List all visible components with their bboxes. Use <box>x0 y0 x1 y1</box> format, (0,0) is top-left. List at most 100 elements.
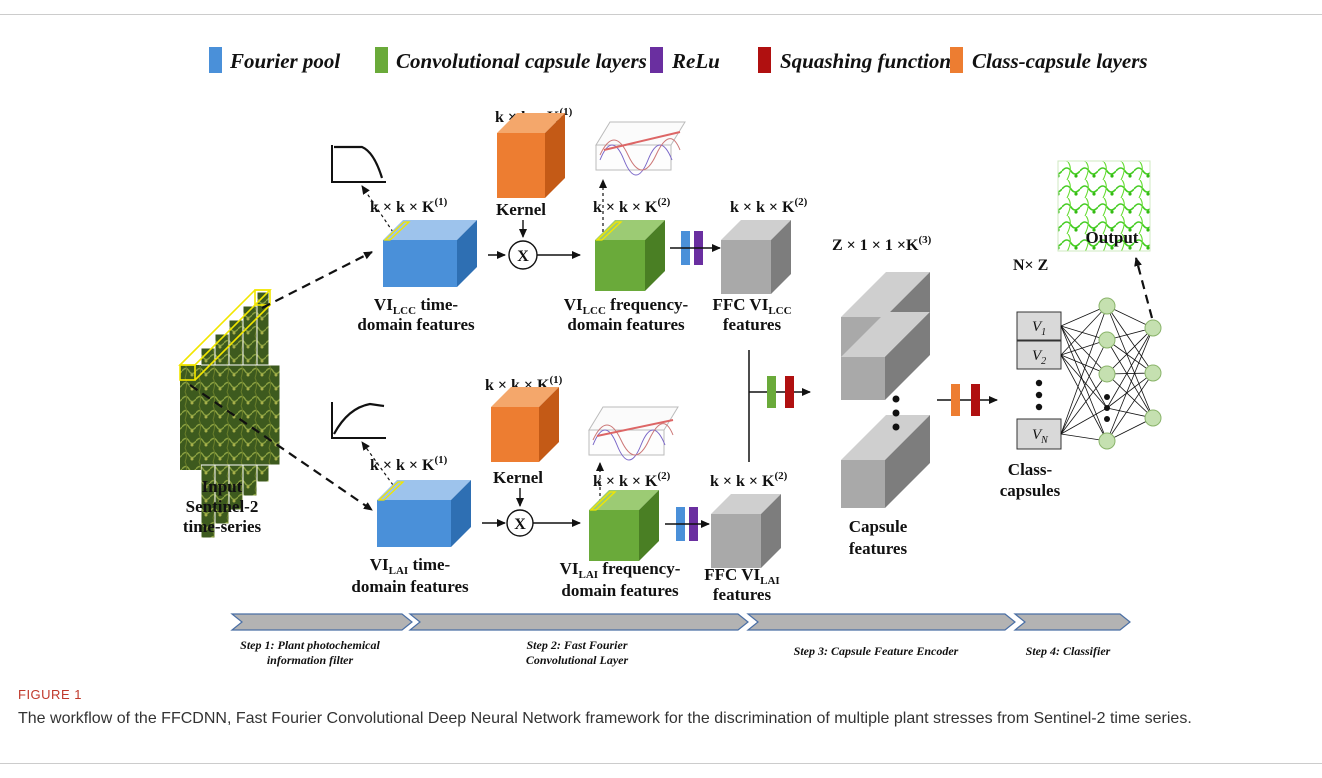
top-ffc-dims: k × k × K <box>730 199 795 216</box>
top-kernel-label: Kernel <box>496 200 546 219</box>
legend: Fourier pool Convolutional capsule layer… <box>209 47 1148 73</box>
top-vi-prefix: VI <box>374 295 393 314</box>
lcc-time-domain-cube <box>383 220 477 287</box>
input-to-lai-arrow <box>189 384 373 511</box>
svg-text:k × k × K(2): k × k × K(2) <box>710 470 788 490</box>
bottom-vi-prefix: VI <box>370 555 389 574</box>
legend-swatch-convolutional-capsule <box>375 47 388 73</box>
top-ffc-line2: features <box>723 315 782 334</box>
bottom-vi-line2: domain features <box>351 577 469 596</box>
classifier-nodes <box>1098 297 1162 450</box>
classcap-capsule-block <box>951 384 960 416</box>
capsule-label-line1: Capsule <box>849 517 908 536</box>
capsule-v1 <box>1016 311 1062 341</box>
lcc-frequency-domain-cube <box>595 220 665 291</box>
svg-text:k × k × K(2): k × k × K(2) <box>593 196 671 216</box>
bottom-freq-prefix: VI <box>560 559 579 578</box>
svg-text:Z × 1 × 1 ×K(3): Z × 1 × 1 ×K(3) <box>832 234 932 254</box>
step3-line1: Step 3: Capsule Feature Encoder <box>794 644 959 658</box>
legend-swatch-squashing <box>758 47 771 73</box>
classcaps-dims: N× Z <box>1013 257 1048 274</box>
bottom-ffc-prefix: FFC VI <box>704 565 760 584</box>
step1-line1: Step 1: Plant photochemical <box>240 638 380 652</box>
svg-text:k × k × K(1): k × k × K(1) <box>370 454 448 474</box>
svg-text:V2: V2 <box>1032 348 1046 367</box>
input-label-line1: Input <box>202 477 243 496</box>
bottom-kernel-label: Kernel <box>493 468 543 487</box>
bottom-vi-dims: k × k × K <box>370 457 435 474</box>
figure-caption: FIGURE 1 The workflow of the FFCDNN, Fas… <box>18 687 1308 730</box>
workflow-diagram: Fourier pool Convolutional capsule layer… <box>178 47 1162 667</box>
bottom-ffc-dims: k × k × K <box>710 473 775 490</box>
top-kernel-cube <box>497 113 565 198</box>
legend-label-convolutional-capsule: Convolutional capsule layers <box>396 49 647 73</box>
output-label: Output <box>1086 228 1139 247</box>
merge-squash-block <box>785 376 794 408</box>
bottom-freq-line2: domain features <box>561 581 679 600</box>
step2-line1: Step 2: Fast Fourier <box>526 638 627 652</box>
ffc-lcc-cube <box>721 220 791 294</box>
classcaps-label-line1: Class- <box>1008 460 1053 479</box>
input-label-line2: Sentinel-2 <box>186 497 259 516</box>
lai-frequency-plot <box>588 406 679 461</box>
capsule-vn-label: V <box>1032 427 1043 443</box>
svg-text:VN: VN <box>1032 427 1049 446</box>
capsule-label-line2: features <box>849 539 908 558</box>
svg-text:FFC VILAI: FFC VILAI <box>704 565 779 587</box>
lai-curve-plot <box>331 402 386 439</box>
top-vi-line2: domain features <box>357 315 475 334</box>
capsule-v1-label: V <box>1032 319 1043 335</box>
svg-text:VILCC time-: VILCC time- <box>374 295 458 317</box>
legend-swatch-fourier-pool <box>209 47 222 73</box>
merge-conv-capsule-block <box>767 376 776 408</box>
step-chevrons <box>230 613 1131 631</box>
svg-text:k × k × K(1): k × k × K(1) <box>370 196 448 216</box>
capsule-feature-bars <box>841 272 930 508</box>
bottom-freq-dims: k × k × K <box>593 473 658 490</box>
capsule-v2 <box>1016 340 1062 370</box>
svg-text:FFC VILCC: FFC VILCC <box>712 295 791 317</box>
legend-label-relu: ReLu <box>671 49 720 73</box>
svg-text:k × k × K(2): k × k × K(2) <box>593 470 671 490</box>
output-map-image <box>1057 160 1151 252</box>
top-freq-prefix: VI <box>564 295 583 314</box>
step1-line2: information filter <box>267 653 354 667</box>
figure-caption-text: The workflow of the FFCDNN, Fast Fourier… <box>18 710 1192 727</box>
top-freq-dims: k × k × K <box>593 199 658 216</box>
svg-text:VILAI frequency-: VILAI frequency- <box>560 559 681 581</box>
input-to-lcc-arrow <box>261 251 373 309</box>
lcc-curve-plot <box>331 145 386 183</box>
bottom-rule <box>0 763 1322 764</box>
legend-label-class-capsule: Class-capsule layers <box>972 49 1148 73</box>
step2-line2: Convolutional Layer <box>526 653 629 667</box>
top-multiply-symbol: X <box>517 248 529 265</box>
figure-number: FIGURE 1 <box>18 687 82 702</box>
classcaps-label-line2: capsules <box>1000 481 1061 500</box>
legend-swatch-relu <box>650 47 663 73</box>
bottom-multiply-symbol: X <box>514 516 526 533</box>
bottom-ffc-line2: features <box>713 585 772 604</box>
svg-text:k × k × K(2): k × k × K(2) <box>730 196 808 216</box>
top-ffc-prefix: FFC VI <box>712 295 768 314</box>
lcc-frequency-plot <box>595 121 686 176</box>
svg-text:V1: V1 <box>1032 319 1046 338</box>
ffc-lai-cube <box>711 494 781 568</box>
top-rule <box>0 14 1322 15</box>
legend-label-fourier-pool: Fourier pool <box>229 49 340 73</box>
bottom-kernel-cube <box>491 387 559 462</box>
top-freq-line2: domain features <box>567 315 685 334</box>
lai-time-domain-cube <box>377 480 471 547</box>
classifier-connections <box>1060 305 1154 442</box>
top-vi-dims: k × k × K <box>370 199 435 216</box>
capsule-dims: Z × 1 × 1 ×K <box>832 237 919 254</box>
legend-label-squashing: Squashing function <box>780 49 951 73</box>
capsule-v2-label: V <box>1032 348 1043 364</box>
lai-frequency-domain-cube <box>589 490 659 561</box>
svg-text:VILCC frequency-: VILCC frequency- <box>564 295 689 317</box>
input-label-line3: time-series <box>183 517 262 536</box>
step4-line1: Step 4: Classifier <box>1026 644 1111 658</box>
legend-swatch-class-capsule <box>950 47 963 73</box>
svg-text:VILAI time-: VILAI time- <box>370 555 451 577</box>
classcap-squash-block <box>971 384 980 416</box>
